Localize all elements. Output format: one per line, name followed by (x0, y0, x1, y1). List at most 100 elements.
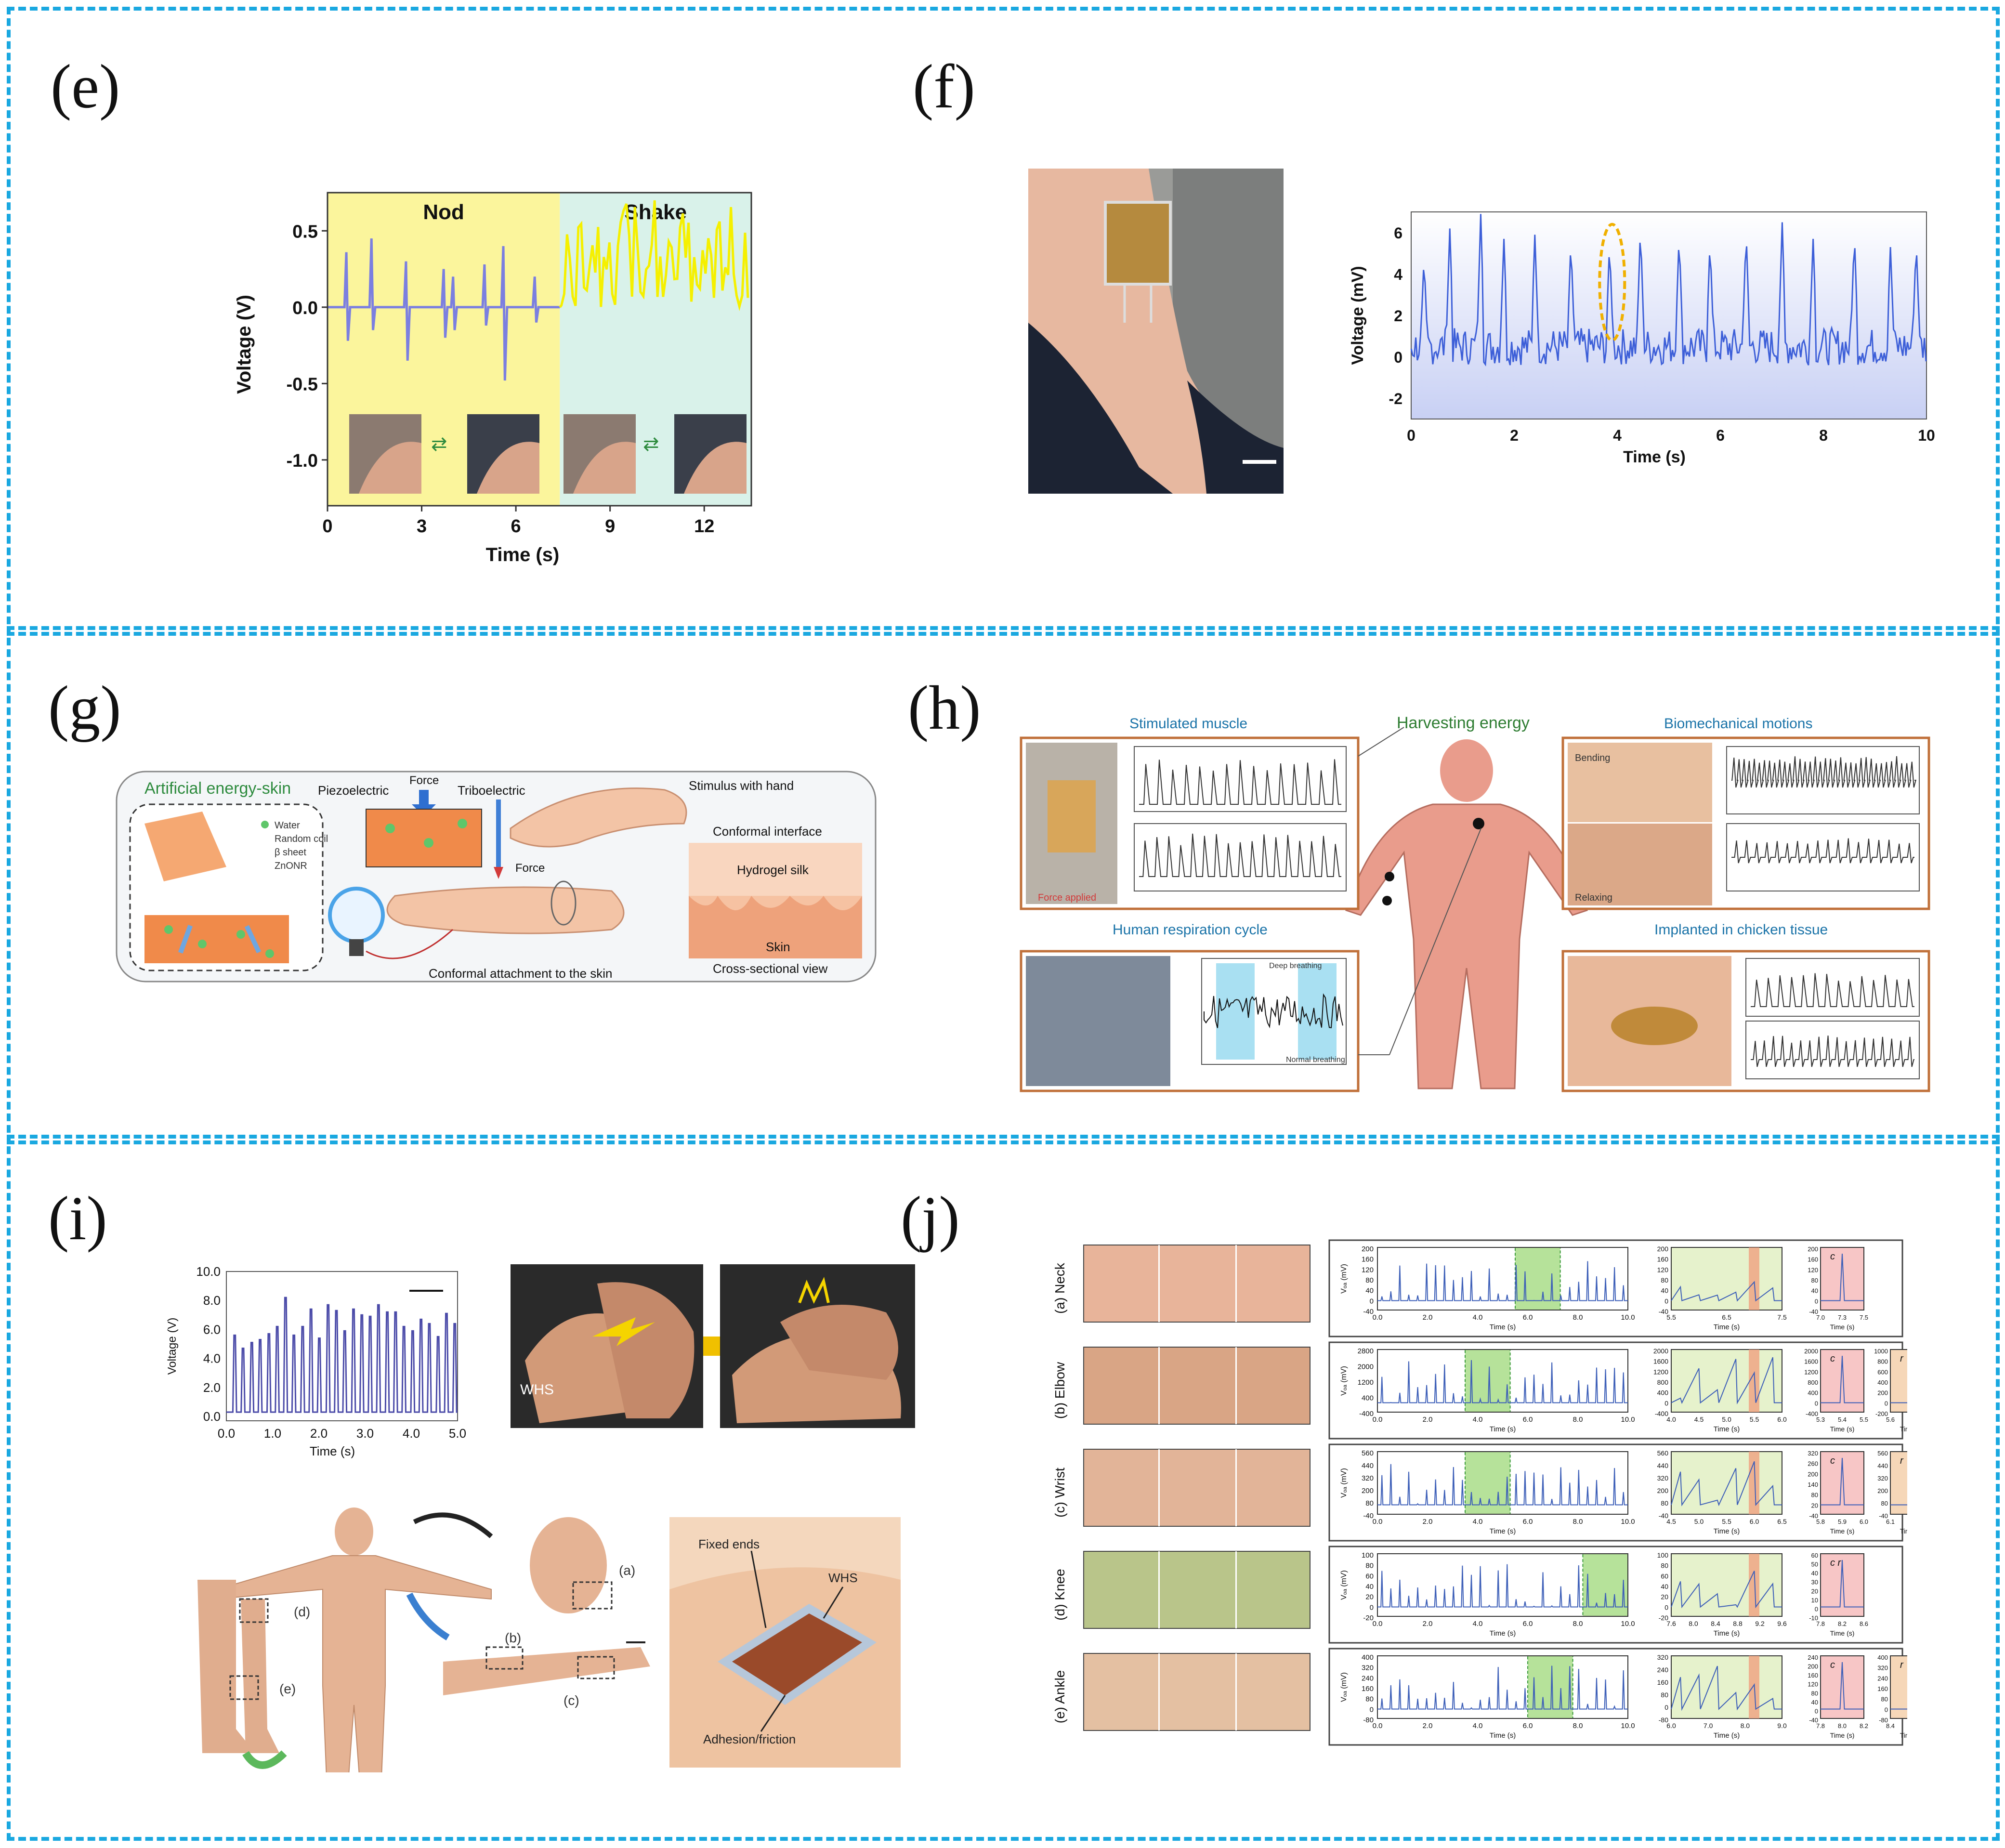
row-label-2: (c) Wrist (1052, 1468, 1067, 1518)
svg-text:(e): (e) (279, 1681, 296, 1696)
detail-trace (1821, 1253, 1864, 1301)
x-tick-label: 8.0 (1573, 1415, 1583, 1424)
y-tick-label: 80 (1811, 1492, 1818, 1499)
svg-text:(a): (a) (619, 1563, 635, 1578)
y-tick-label: 40 (1811, 1570, 1818, 1577)
zoom-plot-frame (1671, 1553, 1782, 1617)
row-photo-2 (1083, 1449, 1310, 1527)
y-tick-label: 600 (1877, 1368, 1888, 1376)
zoom-trace (1671, 1461, 1782, 1507)
x-axis-label: Time (s) (1623, 448, 1686, 466)
main-plot-frame (1377, 1247, 1628, 1311)
svg-text:Implanted in chicken tissue: Implanted in chicken tissue (1654, 922, 1828, 938)
x-tick-label: 9.0 (1777, 1722, 1787, 1730)
y-tick-label: 80 (1811, 1690, 1818, 1697)
y-tick-label: 440 (1877, 1462, 1888, 1469)
svg-text:Cross-sectional view: Cross-sectional view (713, 961, 828, 976)
y-tick-label: 320 (1362, 1664, 1374, 1672)
panel-label-g: (g) (48, 673, 121, 743)
y-tick-label: 80 (1661, 1499, 1668, 1507)
x-tick-label: 8.0 (1573, 1620, 1583, 1628)
row-label-3: (d) Knee (1052, 1569, 1067, 1620)
x-tick-label: 9.2 (1755, 1620, 1765, 1627)
x-axis-label: Time (s) (1900, 1425, 1907, 1433)
row-photo-0 (1083, 1245, 1310, 1323)
y-tick-label: 800 (1877, 1358, 1888, 1365)
x-axis-label: Time (s) (1490, 1629, 1516, 1638)
x-tick-label: 6.5 (1722, 1313, 1731, 1321)
svg-text:Skin: Skin (766, 940, 790, 954)
main-trace (1377, 1665, 1628, 1710)
row-photo-divider (1235, 1449, 1237, 1526)
row-photo-4 (1083, 1653, 1310, 1731)
nod-trace (328, 238, 560, 381)
x-tick-label: 0.0 (218, 1426, 235, 1441)
y-tick-label: 80 (1365, 1276, 1374, 1284)
y-tick-label: 100 (1657, 1551, 1669, 1559)
main-plot-frame (1377, 1451, 1628, 1515)
x-tick-label: 8 (1819, 427, 1828, 444)
detail-tag: r (1900, 1353, 1904, 1364)
inset-neck-3 (684, 442, 747, 494)
svg-text:Piezoelectric: Piezoelectric (318, 783, 389, 798)
plot-frame (327, 192, 752, 507)
detail-trace (1821, 1560, 1864, 1608)
whs-label: WHS (520, 1382, 554, 1398)
x-tick-label: 0 (322, 516, 332, 537)
y-tick-label: 0 (1370, 1603, 1374, 1612)
x-tick-label: 2.0 (1423, 1722, 1433, 1730)
y-tick-label: 2000 (1358, 1363, 1374, 1371)
svg-text:Force: Force (409, 774, 439, 787)
row-photo-3 (1083, 1551, 1310, 1629)
detail-plot-frame (1890, 1451, 1907, 1515)
x-axis-label: Time (s) (1714, 1425, 1740, 1433)
human-body-figure (216, 1555, 492, 1772)
x-axis-label: Time (s) (1714, 1527, 1740, 1535)
x-tick-label: 4.5 (1694, 1415, 1704, 1423)
row-frame-2 (1328, 1443, 1903, 1542)
y-tick-label: 1600 (1653, 1358, 1668, 1365)
y-tick-label: 320 (1657, 1474, 1669, 1482)
y-tick-label: 0 (1815, 1298, 1818, 1305)
x-tick-label: 0.0 (1373, 1518, 1383, 1526)
y-tick-label: 4 (1394, 266, 1402, 283)
x-tick-label: 4.0 (1666, 1415, 1676, 1423)
x-tick-label: 2.0 (1423, 1313, 1433, 1322)
detail-trace (1890, 1402, 1907, 1403)
x-tick-label: 5.3 (1816, 1416, 1825, 1423)
svg-text:Stimulus with hand: Stimulus with hand (689, 778, 794, 793)
x-axis-label: Time (s) (1830, 1425, 1855, 1433)
svg-text:Conformal interface: Conformal interface (713, 824, 822, 839)
zoom-highlight (1749, 1452, 1759, 1514)
y-tick-label: 0.0 (292, 298, 318, 318)
x-tick-label: 5.5 (1860, 1416, 1868, 1423)
y-tick-label: 440 (1657, 1462, 1669, 1469)
y-tick-label: 40 (1365, 1583, 1374, 1591)
y-axis-label: Vₒₐ (mV) (1340, 1672, 1348, 1702)
x-axis-label: Time (s) (1830, 1323, 1855, 1331)
row-photo-divider (1235, 1347, 1237, 1424)
y-tick-label: 400 (1362, 1394, 1374, 1402)
x-tick-label: 6.0 (1523, 1415, 1533, 1424)
zoom-highlight (1749, 1247, 1759, 1310)
y-tick-label: 100 (1362, 1551, 1374, 1560)
panel-frame-bottom (7, 1135, 2000, 1841)
y-tick-label: 1200 (1358, 1378, 1374, 1387)
detail-trace (1821, 1662, 1864, 1710)
x-tick-label: 5.0 (1694, 1518, 1704, 1525)
zoom-trace (1671, 1571, 1782, 1609)
y-tick-label: 0 (1664, 1399, 1668, 1407)
svg-text:Adhesion/friction: Adhesion/friction (703, 1732, 796, 1746)
bulb-icon (328, 887, 385, 944)
y-tick-label: 2 (1394, 307, 1402, 325)
detail-tag: c (1830, 1251, 1835, 1262)
y-tick-label: 1200 (1653, 1368, 1668, 1376)
y-tick-label: 0 (1664, 1603, 1668, 1611)
y-tick-label: 320 (1877, 1475, 1888, 1482)
svg-text:Force: Force (515, 862, 545, 875)
zoom-plot-frame (1671, 1247, 1782, 1311)
x-tick-label: 0 (1407, 427, 1415, 444)
y-tick-label: -400 (1655, 1410, 1668, 1417)
x-axis-label: Time (s) (1900, 1731, 1907, 1739)
svg-text:Bending: Bending (1575, 753, 1610, 763)
